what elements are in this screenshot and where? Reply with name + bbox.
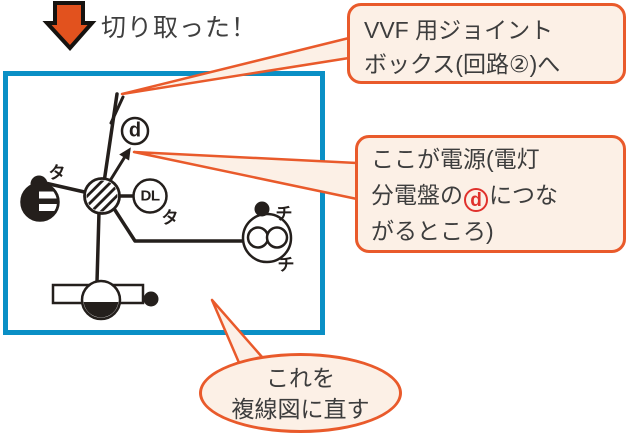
- fluorescent-light-symbol: [51, 279, 159, 321]
- callout-power-line2-after: につな: [489, 182, 558, 208]
- callout-power-line3: がるところ): [371, 218, 494, 244]
- callout-joint-box: VVF 用ジョイント ボックス(回路②)へ: [347, 3, 626, 84]
- switch-dot-chi-icon: [254, 201, 270, 217]
- wire-cut-tick: [109, 95, 125, 125]
- callout-joint-box-line2: ボックス(回路②)へ: [364, 51, 561, 77]
- joint-box-hatch: [86, 180, 118, 212]
- callout-pointers: [120, 36, 359, 367]
- callout-joint-box-line1: VVF 用ジョイント: [364, 17, 554, 43]
- d-terminal-circle: [120, 116, 150, 146]
- callout-power-line2-before: 分電盤の: [371, 182, 463, 208]
- cut-caption: 切り取った！: [101, 14, 258, 42]
- label-d-terminal: d: [128, 119, 142, 142]
- down-arrow-icon: [42, 1, 97, 51]
- downlight-circle: [132, 178, 168, 214]
- ventilation-fan-symbol: [241, 201, 293, 264]
- callout-power-line1: ここが電源(電灯: [371, 146, 540, 172]
- power-arrow-icon: [106, 147, 131, 186]
- label-fan-switch: チ: [275, 204, 293, 224]
- callout-convert-line1: これを: [266, 365, 335, 391]
- wire-to-fan: [111, 205, 247, 243]
- label-downlight-switch: タ: [161, 208, 179, 228]
- wall-outlet-symbol: [20, 182, 60, 222]
- joint-box-symbol: [83, 177, 121, 215]
- callout-convert: これを 複線図に直す: [199, 353, 402, 433]
- fixture-end-dot: [143, 291, 159, 307]
- label-switch-ta: タ: [48, 163, 66, 183]
- callout-convert-line2: 複線図に直す: [231, 396, 370, 422]
- wire-to-fluorescent: [95, 210, 101, 284]
- label-fan: チ: [277, 255, 295, 275]
- circled-d-badge: d: [464, 188, 488, 212]
- label-downlight: DL: [140, 187, 161, 205]
